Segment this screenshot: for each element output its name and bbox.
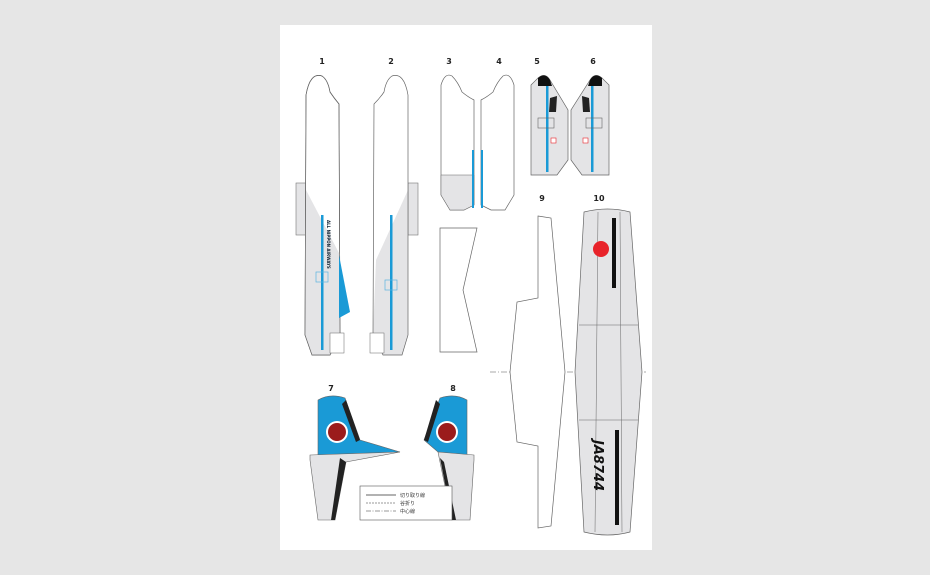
part-number-6: 6 — [590, 57, 596, 66]
radome — [538, 75, 552, 86]
label-box — [369, 332, 385, 354]
radome — [588, 75, 602, 86]
part-7-tail-left — [309, 395, 401, 521]
part-number-2: 2 — [388, 57, 394, 66]
part-10-wing-top: JA8744 — [574, 208, 643, 536]
part-6-nose-right — [570, 75, 610, 176]
cheatline — [390, 215, 393, 350]
part-3-cabin-left — [440, 74, 475, 211]
part-number-7: 7 — [328, 384, 334, 393]
part-number-3: 3 — [446, 57, 452, 66]
part-9-wing-bottom — [509, 215, 566, 529]
glue-tab — [407, 182, 419, 236]
door — [384, 279, 398, 291]
part-1-fuselage-left: ALL NIPPON AIRWAYS — [295, 75, 350, 356]
door — [315, 271, 329, 283]
glue-tab — [295, 182, 307, 236]
legend-valley-fold: 谷折り — [400, 500, 415, 507]
part-number-4: 4 — [496, 57, 502, 66]
legend-cut-line: 切り取り線 — [400, 492, 425, 499]
legend-center-line: 中心線 — [400, 508, 415, 515]
cockpit-window — [582, 96, 590, 112]
registration: JA8744 — [590, 437, 605, 491]
hinomaru — [593, 241, 609, 257]
stand-panel — [439, 227, 478, 353]
label-box — [329, 332, 345, 354]
part-5-nose-left — [530, 75, 569, 176]
tail-fin-fillet — [339, 255, 350, 318]
cheatline — [321, 215, 324, 350]
part-number-5: 5 — [534, 57, 540, 66]
cockpit-window — [549, 96, 557, 112]
part-2-fuselage-right — [369, 75, 419, 356]
part-4-cabin-right — [480, 74, 515, 211]
part-number-10: 10 — [593, 194, 605, 203]
part-number-9: 9 — [539, 194, 545, 203]
part-number-1: 1 — [319, 57, 325, 66]
airline-name: ALL NIPPON AIRWAYS — [326, 220, 331, 269]
part-number-8: 8 — [450, 384, 456, 393]
line-legend: 切り取り線 谷折り 中心線 — [359, 485, 453, 521]
